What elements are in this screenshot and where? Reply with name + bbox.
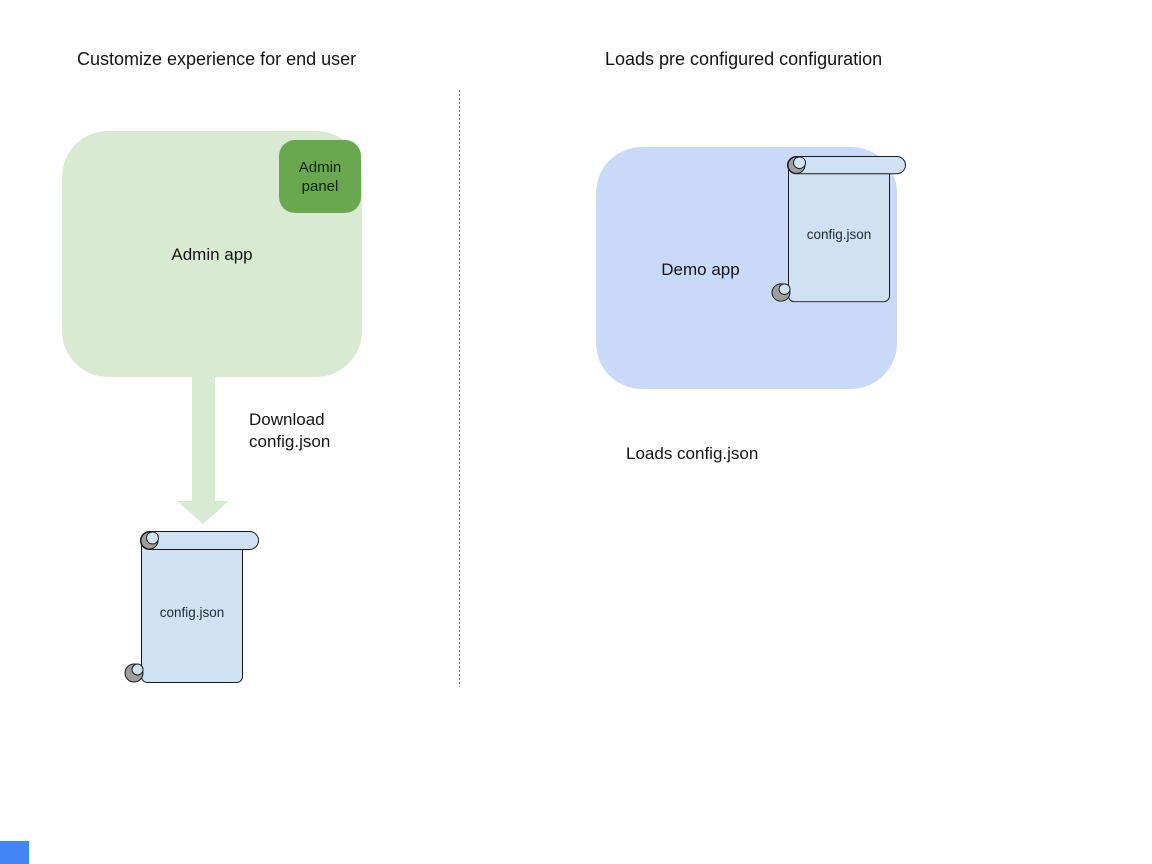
admin-panel-box: Admin panel: [279, 140, 361, 213]
download-config-label-line1: Download: [249, 410, 325, 429]
download-config-label: Download config.json: [249, 409, 330, 453]
admin-app-label: Admin app: [171, 245, 253, 264]
corner-marker: [0, 841, 29, 864]
scroll-shape-icon: [771, 156, 906, 303]
download-config-label-line2: config.json: [249, 432, 331, 451]
config-json-label-right: config.json: [806, 227, 872, 242]
config-json-label-left: config.json: [159, 605, 225, 620]
demo-app-label: Demo app: [661, 260, 740, 279]
download-arrow-head-icon: [177, 501, 229, 524]
section-divider: [459, 90, 460, 687]
scroll-shape-icon: [124, 531, 259, 683]
config-json-scroll-left: config.json: [123, 531, 259, 687]
admin-panel-label-line2: panel: [301, 177, 339, 195]
admin-panel-label-line1: Admin: [298, 158, 342, 176]
loads-config-caption: Loads config.json: [626, 444, 759, 463]
config-json-scroll-right: config.json: [770, 156, 906, 306]
download-arrow-tail: [192, 377, 215, 501]
left-section-title: Customize experience for end user: [77, 49, 357, 69]
right-section-title: Loads pre configured configuration: [605, 49, 883, 69]
